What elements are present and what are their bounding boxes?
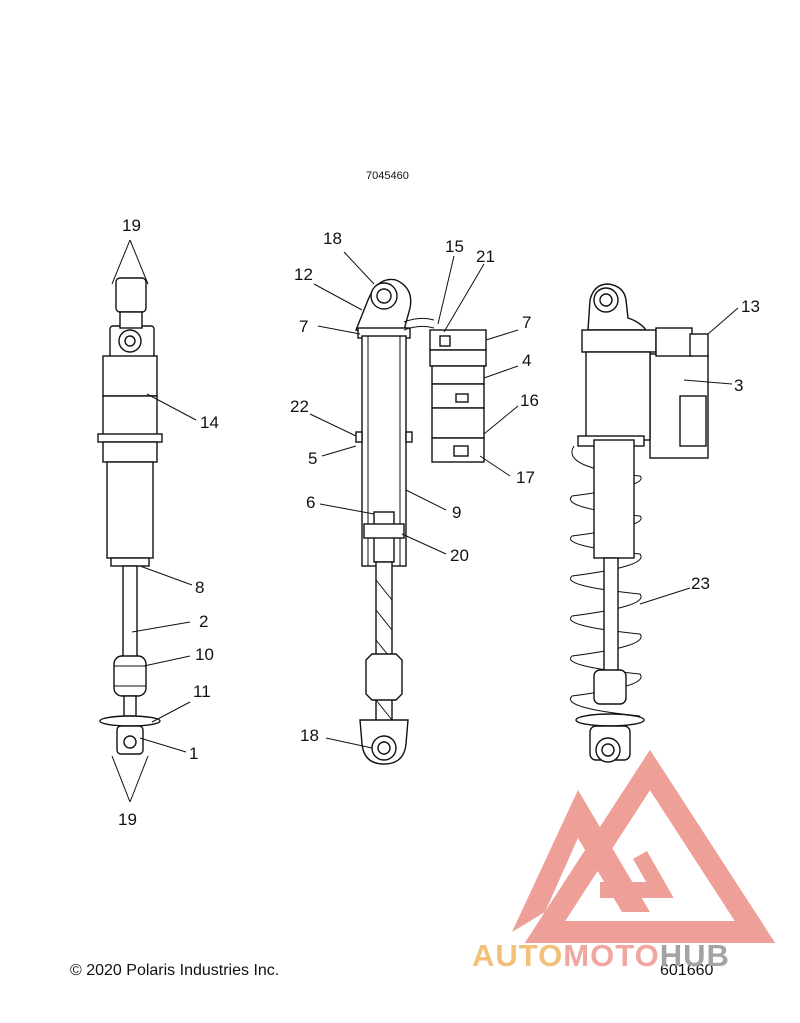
- callout-8: 8: [195, 578, 204, 597]
- callout-19-top: 19: [122, 216, 141, 235]
- callout-7-right: 7: [522, 313, 531, 332]
- callout-6: 6: [306, 493, 315, 512]
- callout-15: 15: [445, 237, 464, 256]
- callout-18-bottom: 18: [300, 726, 319, 745]
- callout-4: 4: [522, 351, 531, 370]
- callout-14: 14: [200, 413, 219, 432]
- callout-23: 23: [691, 574, 710, 593]
- callout-2: 2: [199, 612, 208, 631]
- callout-3: 3: [734, 376, 743, 395]
- callout-17: 17: [516, 468, 535, 487]
- callout-19-bottom: 19: [118, 810, 137, 829]
- callout-20: 20: [450, 546, 469, 565]
- callout-22: 22: [290, 397, 309, 416]
- drawing-number: 601660: [660, 962, 714, 979]
- leader-lines: [131, 251, 739, 753]
- watermark-wordmark: AUTOMOTOHUB: [472, 938, 730, 974]
- callout-16: 16: [520, 391, 539, 410]
- callout-1: 1: [189, 744, 198, 763]
- callout-labels: 19 14 8 2 10 11 1 19 18 12 7 22 5 6 9 20…: [118, 216, 760, 829]
- watermark-part-hub: HUB: [659, 938, 730, 973]
- watermark-part-moto: MOTO: [563, 938, 660, 973]
- callout-11: 11: [193, 682, 211, 701]
- callout-10: 10: [195, 645, 214, 664]
- callout-18-top: 18: [323, 229, 342, 248]
- callout-9: 9: [452, 503, 461, 522]
- callout-5: 5: [308, 449, 317, 468]
- watermark-logo-icon: [512, 749, 776, 943]
- copyright-notice: © 2020 Polaris Industries Inc.: [70, 962, 280, 979]
- figure-id: 7045460: [366, 170, 409, 182]
- right-shock-assembly: [570, 283, 709, 763]
- watermark-part-auto: AUTO: [472, 938, 564, 973]
- callout-12: 12: [294, 265, 313, 284]
- center-shock-assembly: [354, 278, 487, 765]
- callout-13: 13: [741, 297, 760, 316]
- callout-21: 21: [476, 247, 495, 266]
- callout-7-left: 7: [299, 317, 308, 336]
- left-shock-assembly: [97, 239, 163, 803]
